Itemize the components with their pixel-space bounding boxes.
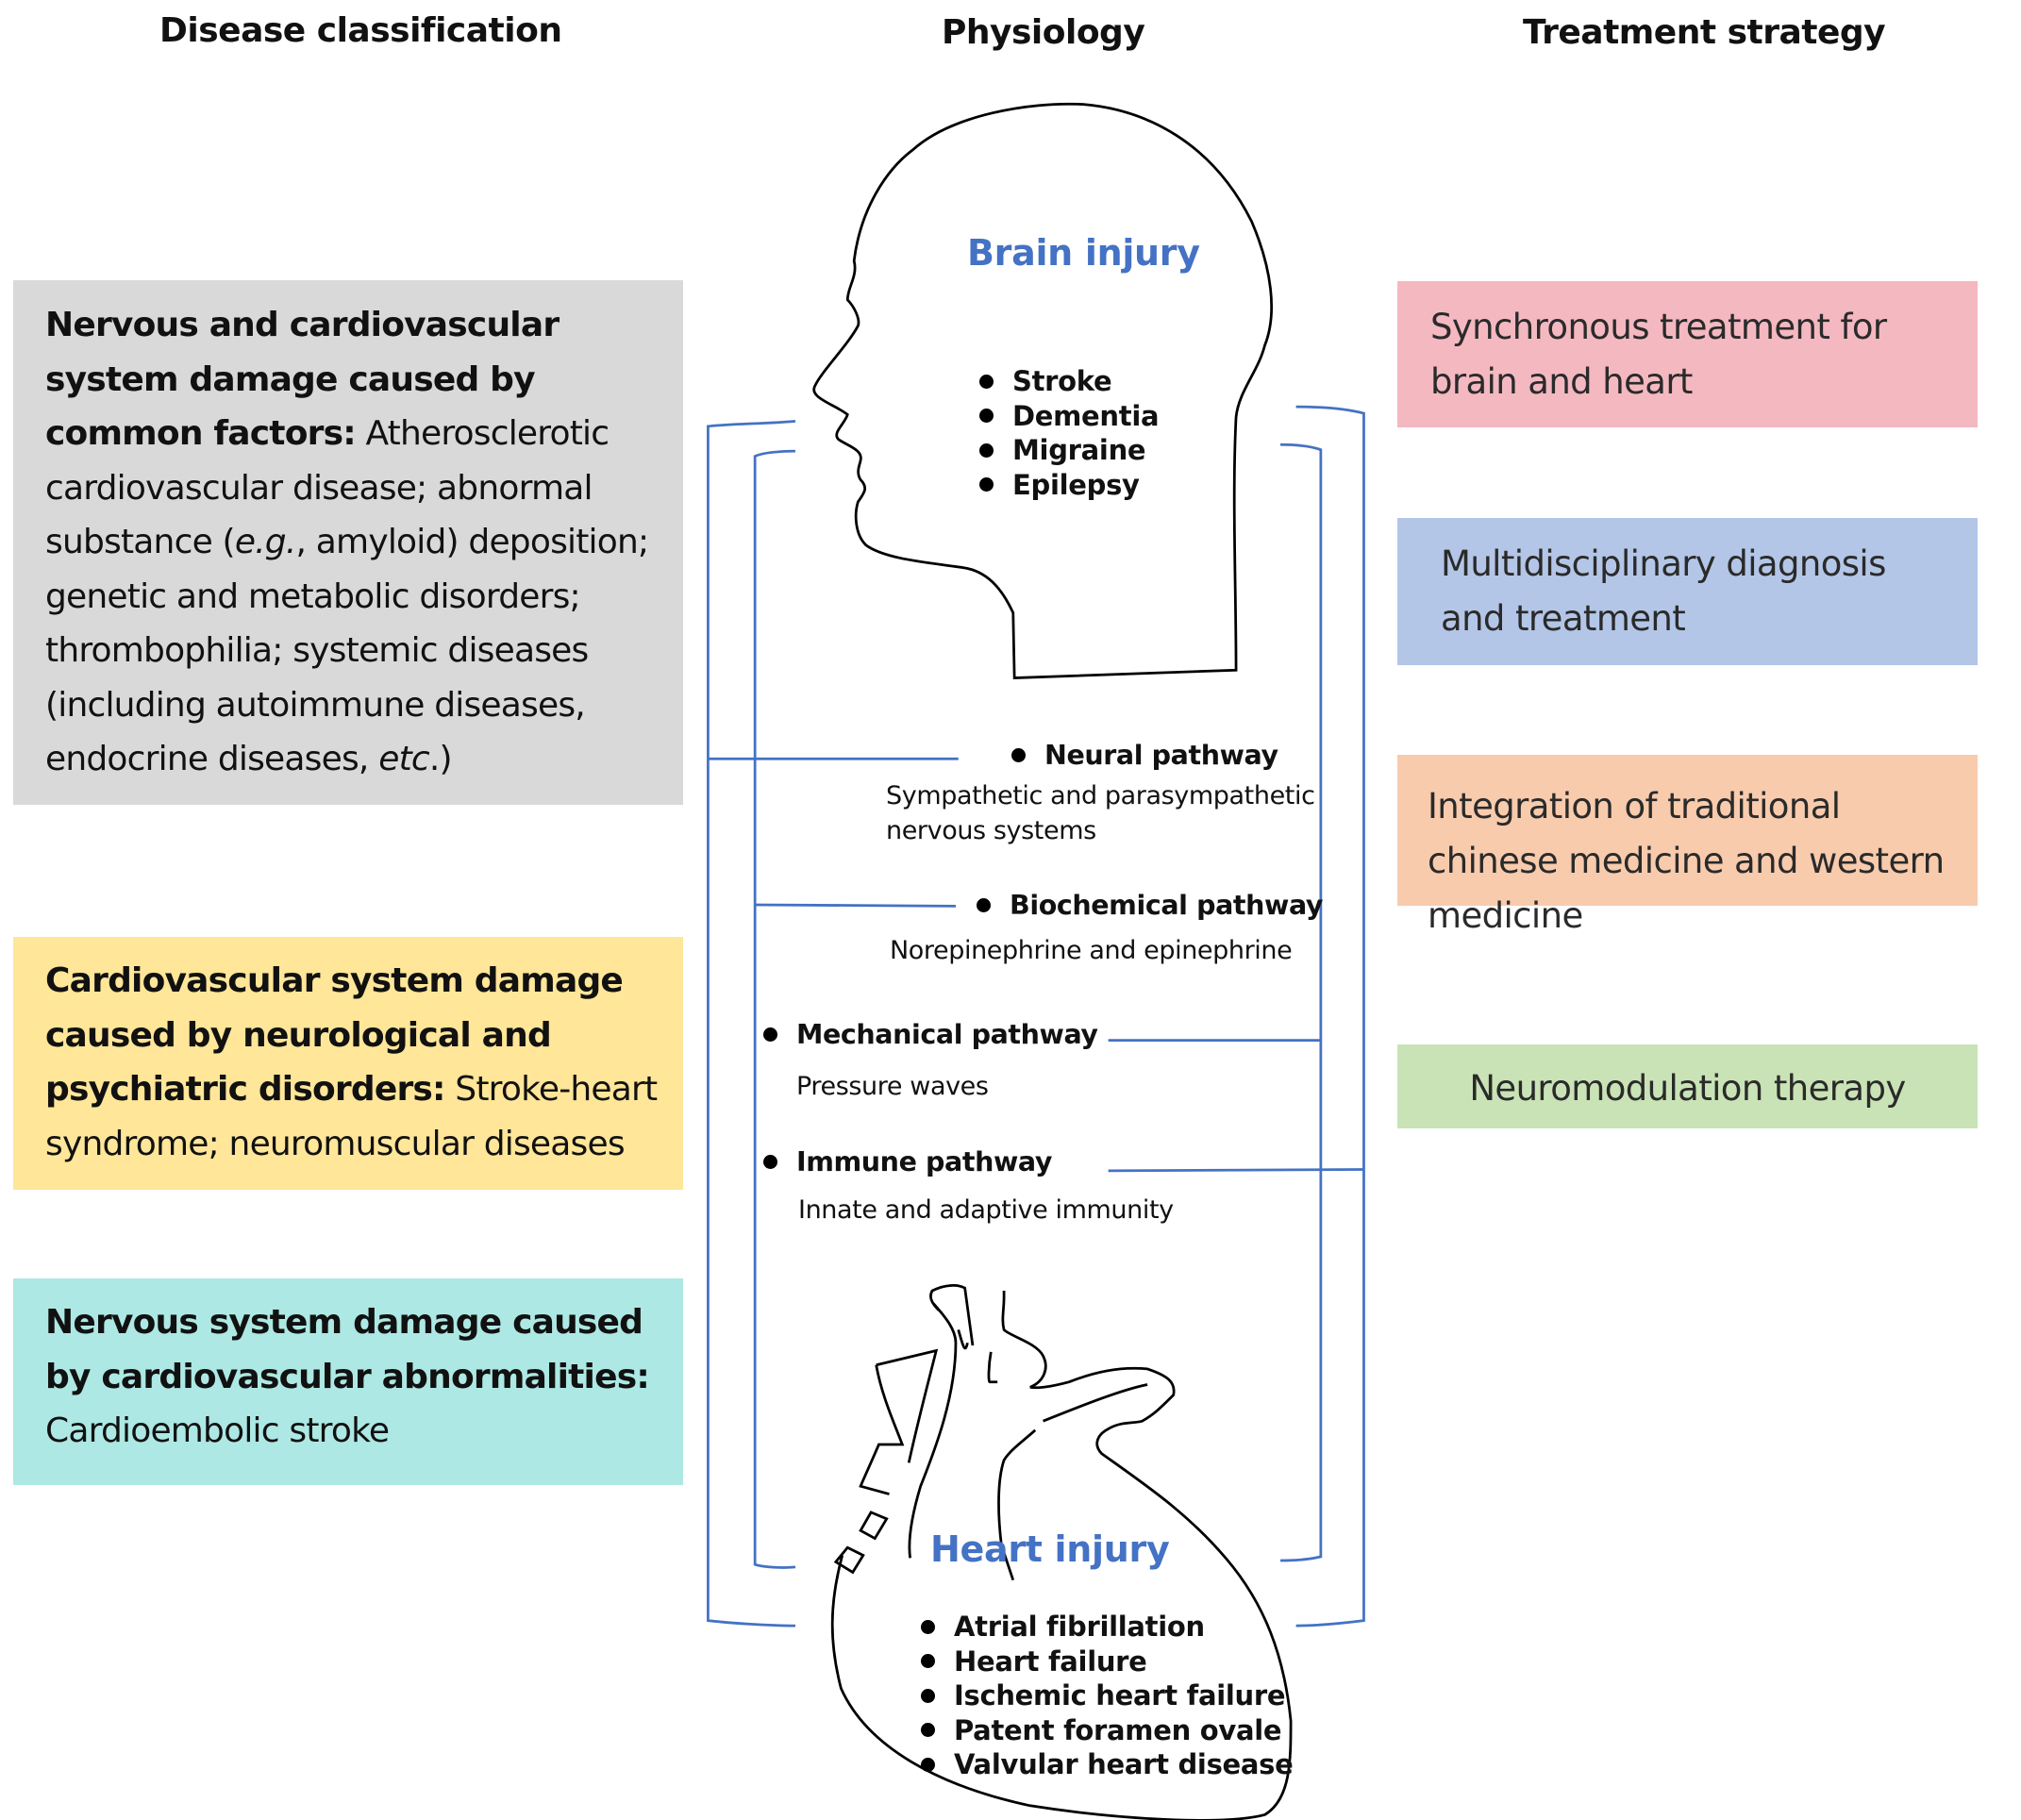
disease-box-heading: Cardiovascular system damage caused by n… xyxy=(45,961,624,1109)
brain-injury-item: Stroke xyxy=(979,364,1159,399)
inner-right-bracket xyxy=(1280,442,1323,1562)
heart-injury-item: Patent foramen ovale xyxy=(921,1713,1294,1748)
disease-box-heading: Nervous and cardiovascular system damage… xyxy=(45,306,560,453)
pathway-immune: Immune pathway xyxy=(763,1146,1052,1177)
column-title-physiology: Physiology xyxy=(942,13,1145,52)
pathway-biochemical-desc: Norepinephrine and epinephrine xyxy=(890,936,1293,965)
heart-injury-item: Heart failure xyxy=(921,1645,1294,1679)
disease-box-common-factors: Nervous and cardiovascular system damage… xyxy=(13,280,683,805)
heart-injury-item: Ischemic heart failure xyxy=(921,1678,1294,1713)
brain-injury-item: Epilepsy xyxy=(979,468,1159,503)
heart-injury-item: Atrial fibrillation xyxy=(921,1610,1294,1645)
heart-injury-list: Atrial fibrillation Heart failure Ischem… xyxy=(921,1610,1294,1782)
column-title-treatment-strategy: Treatment strategy xyxy=(1523,13,1886,52)
treatment-box-synchronous: Synchronous treatment for brain and hear… xyxy=(1397,281,1978,427)
brain-injury-title: Brain injury xyxy=(967,232,1200,274)
immune-connector xyxy=(1108,1168,1364,1173)
outer-left-bracket xyxy=(707,419,796,1628)
inner-left-bracket xyxy=(753,449,796,1569)
treatment-box-neuromodulation: Neuromodulation therapy xyxy=(1397,1044,1978,1128)
pathway-mechanical-desc: Pressure waves xyxy=(796,1072,989,1101)
brain-injury-list: Stroke Dementia Migraine Epilepsy xyxy=(979,364,1160,503)
column-title-disease-classification: Disease classification xyxy=(159,11,562,50)
disease-box-neuro-to-cardio: Cardiovascular system damage caused by n… xyxy=(13,937,683,1190)
head-outline-icon xyxy=(812,102,1273,679)
disease-box-heading: Nervous system damage caused by cardiova… xyxy=(45,1303,650,1396)
pathway-biochemical: Biochemical pathway xyxy=(977,890,1323,921)
treatment-box-multidisciplinary: Multidisciplinary diagnosis and treatmen… xyxy=(1397,518,1978,665)
brain-injury-item: Dementia xyxy=(979,399,1160,434)
brain-injury-item: Migraine xyxy=(979,433,1159,468)
outer-right-bracket xyxy=(1295,405,1365,1628)
heart-injury-title: Heart injury xyxy=(930,1528,1170,1570)
pathway-mechanical: Mechanical pathway xyxy=(763,1019,1098,1050)
connector-lines xyxy=(707,405,1365,1628)
heart-injury-item: Valvular heart disease xyxy=(921,1747,1294,1782)
disease-box-cardio-to-neuro: Nervous system damage caused by cardiova… xyxy=(13,1278,683,1485)
pathway-neural-desc: Sympathetic and parasympathetic nervous … xyxy=(886,781,1315,845)
pathway-neural: Neural pathway xyxy=(1011,740,1278,771)
biochemical-connector xyxy=(755,903,956,908)
pathway-immune-desc: Innate and adaptive immunity xyxy=(798,1195,1174,1225)
treatment-box-integration: Integration of traditional chinese medic… xyxy=(1397,755,1978,936)
